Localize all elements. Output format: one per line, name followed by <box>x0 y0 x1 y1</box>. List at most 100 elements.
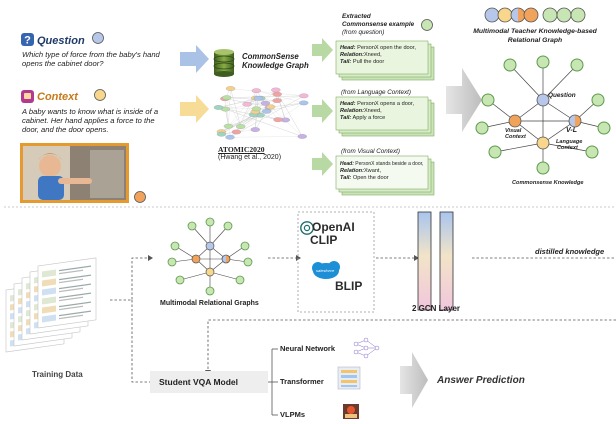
vlpm-icon <box>343 404 359 419</box>
atomic-node <box>299 93 309 99</box>
context-heading: Context <box>37 91 78 103</box>
blip-label: BLIP <box>335 279 363 293</box>
atomic-citation: (Hwang et al., 2020) <box>218 154 282 161</box>
small-graph-node <box>170 241 180 251</box>
baby-photo <box>20 143 129 203</box>
node-legend <box>484 7 586 23</box>
salesforce-logo-icon <box>312 261 340 279</box>
commonsense-node <box>475 121 489 135</box>
extracted-caption-line1: Extracted <box>342 13 371 20</box>
atomic-node <box>225 134 235 140</box>
small-graph-node <box>205 217 215 227</box>
context-badge-icon <box>21 90 34 103</box>
question-card-head: Head: PersonX open the door, <box>340 45 416 51</box>
question-card-stack <box>335 40 435 81</box>
arrow-to-visual-card <box>312 152 333 176</box>
commonsense-kg-line1: CommonSense <box>242 52 299 61</box>
extracted-node-icon <box>421 19 433 31</box>
small-graph-node <box>175 275 185 285</box>
atomic-node <box>242 101 252 107</box>
small-graph-node <box>235 275 245 285</box>
atomic-node <box>262 108 272 114</box>
language-card-stack <box>335 96 435 137</box>
visual-card-head: Head: PersonX stands beside a door, <box>340 161 424 167</box>
atomic-name: ATOMIC2020 <box>218 145 265 154</box>
commonsense-node <box>481 93 495 107</box>
commonsense-node <box>536 161 550 175</box>
extracted-caption-line3: (from question) <box>342 29 385 36</box>
distilled-knowledge-label: distilled knowledge <box>535 247 605 256</box>
question-card-tail: Tail: Pull the door <box>340 59 385 65</box>
context-text-line1: A baby wants to know what is inside of a <box>22 107 159 116</box>
small-language-node <box>205 267 215 277</box>
openai-label: OpenAI <box>312 220 355 234</box>
teacher-visual-line1: Visual <box>505 128 522 134</box>
visual-card-relation: Relation:Xwant, <box>340 168 382 174</box>
teacher-graph-arrow <box>446 68 482 132</box>
commonsense-node <box>591 93 605 107</box>
question-node-icon <box>92 32 104 44</box>
question-badge-icon: ? <box>21 33 34 47</box>
gcn-layer-2 <box>439 211 454 311</box>
teacher-title-line2: Relational Graph <box>507 37 563 44</box>
atomic-node <box>213 105 224 110</box>
encoder-box <box>297 211 375 313</box>
answer-arrow <box>400 352 428 408</box>
small-graph-node <box>223 221 233 231</box>
answer-prediction-label: Answer Prediction <box>437 375 525 386</box>
language-node <box>536 136 550 150</box>
teacher-language-line1: Language <box>556 139 583 145</box>
atomic-node <box>272 91 282 97</box>
photo-node-icon <box>134 191 146 203</box>
context-arrow <box>180 95 209 123</box>
commonsense-node <box>585 145 599 159</box>
arrow-to-question-card <box>312 38 333 62</box>
language-card-tail: Tail: Apply a force <box>340 115 386 121</box>
database-icon <box>213 49 235 77</box>
small-graph-node <box>243 257 253 267</box>
teacher-language-line2: Context <box>557 145 578 151</box>
small-graph-node <box>240 241 250 251</box>
atomic-node <box>216 131 227 137</box>
flow-arrowheads <box>148 255 419 385</box>
teacher-question-label: Question <box>548 92 576 99</box>
atomic-node <box>297 134 307 139</box>
gcn-layer-1 <box>417 211 432 311</box>
atomic-node <box>271 87 281 93</box>
visual-node <box>508 114 522 128</box>
transformer-label: Transformer <box>280 377 324 386</box>
teacher-commonsense-label: Commonsense Knowledge <box>512 180 584 186</box>
extracted-caption-line2: Commonsense example <box>342 21 415 28</box>
commonsense-node <box>488 145 502 159</box>
neural-network-label: Neural Network <box>280 344 336 353</box>
salesforce-label: salesforce <box>316 268 335 273</box>
commonsense-node <box>597 121 611 135</box>
flow-lines <box>110 257 616 383</box>
atomic-node <box>253 95 263 101</box>
visual-card-tail: Tail: Open the door <box>340 175 389 181</box>
question-arrow <box>180 45 209 73</box>
small-visual-node <box>191 254 201 264</box>
teacher-title-line1: Multimodal Teacher Knowledge-based <box>473 28 597 35</box>
question-heading: Question <box>37 35 85 47</box>
training-data-label: Training Data <box>32 370 83 379</box>
arrow-to-language-card <box>312 99 333 123</box>
atomic-node <box>223 123 234 129</box>
student-vqa-model: Student VQA Model <box>159 377 239 387</box>
clip-label: CLIP <box>310 233 338 247</box>
atomic-node <box>251 88 261 94</box>
commonsense-node <box>503 58 517 72</box>
teacher-graph <box>475 55 611 175</box>
question-text-line2: opens the cabinet door? <box>22 59 104 68</box>
atomic-node <box>260 100 271 106</box>
vlpms-label: VLPMs <box>280 410 306 419</box>
language-caption: (from Language Context) <box>341 89 412 96</box>
teacher-visual-line2: Context <box>505 134 526 140</box>
atomic-node <box>299 100 309 106</box>
student-box-shadow <box>150 371 268 393</box>
commonsense-kg-line2: Knowledge Graph <box>242 61 309 70</box>
atomic-node <box>273 117 283 122</box>
atomic-node <box>250 127 260 132</box>
visual-card-stack <box>335 155 435 196</box>
